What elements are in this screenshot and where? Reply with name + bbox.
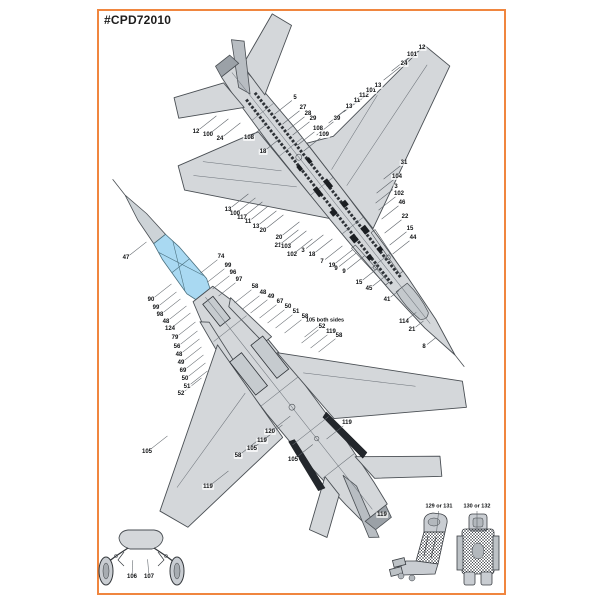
canopy-frame-lines — [158, 241, 204, 291]
main-gear-bay-left — [229, 352, 269, 396]
right-wing-swept — [276, 352, 467, 420]
left-wing — [177, 131, 330, 219]
right-wing — [306, 44, 451, 230]
seat-back-side — [415, 531, 446, 565]
stencil-blocks — [296, 156, 384, 261]
canopy-underside-blue — [153, 233, 211, 301]
seat-cushion-right — [480, 571, 493, 586]
missile-left — [288, 439, 326, 492]
sheet-title: #CPD72010 — [104, 13, 172, 27]
right-stabilator — [354, 455, 443, 479]
right-stabilator — [242, 13, 292, 96]
radome — [124, 194, 167, 245]
gear-fuselage-section — [118, 529, 164, 550]
main-gear-bay-right — [250, 335, 290, 379]
seat-cushion-left — [463, 571, 476, 586]
missile-right — [322, 411, 368, 459]
left-wing-swept — [159, 344, 284, 528]
left-stabilator — [308, 476, 340, 538]
nose-gear-drawing — [98, 529, 185, 586]
top-aircraft-drawing — [173, 13, 465, 368]
bottom-aircraft-drawing — [112, 179, 467, 538]
ejection-seat-front-drawing — [456, 513, 500, 586]
pitot-probe — [454, 354, 465, 368]
pitot-probe — [112, 179, 126, 196]
leader-lines — [128, 50, 478, 574]
ejection-seat-side-drawing — [388, 512, 448, 582]
vertical-fin — [230, 39, 251, 95]
left-stabilator — [173, 82, 245, 119]
exhaust-nozzle — [215, 54, 240, 78]
